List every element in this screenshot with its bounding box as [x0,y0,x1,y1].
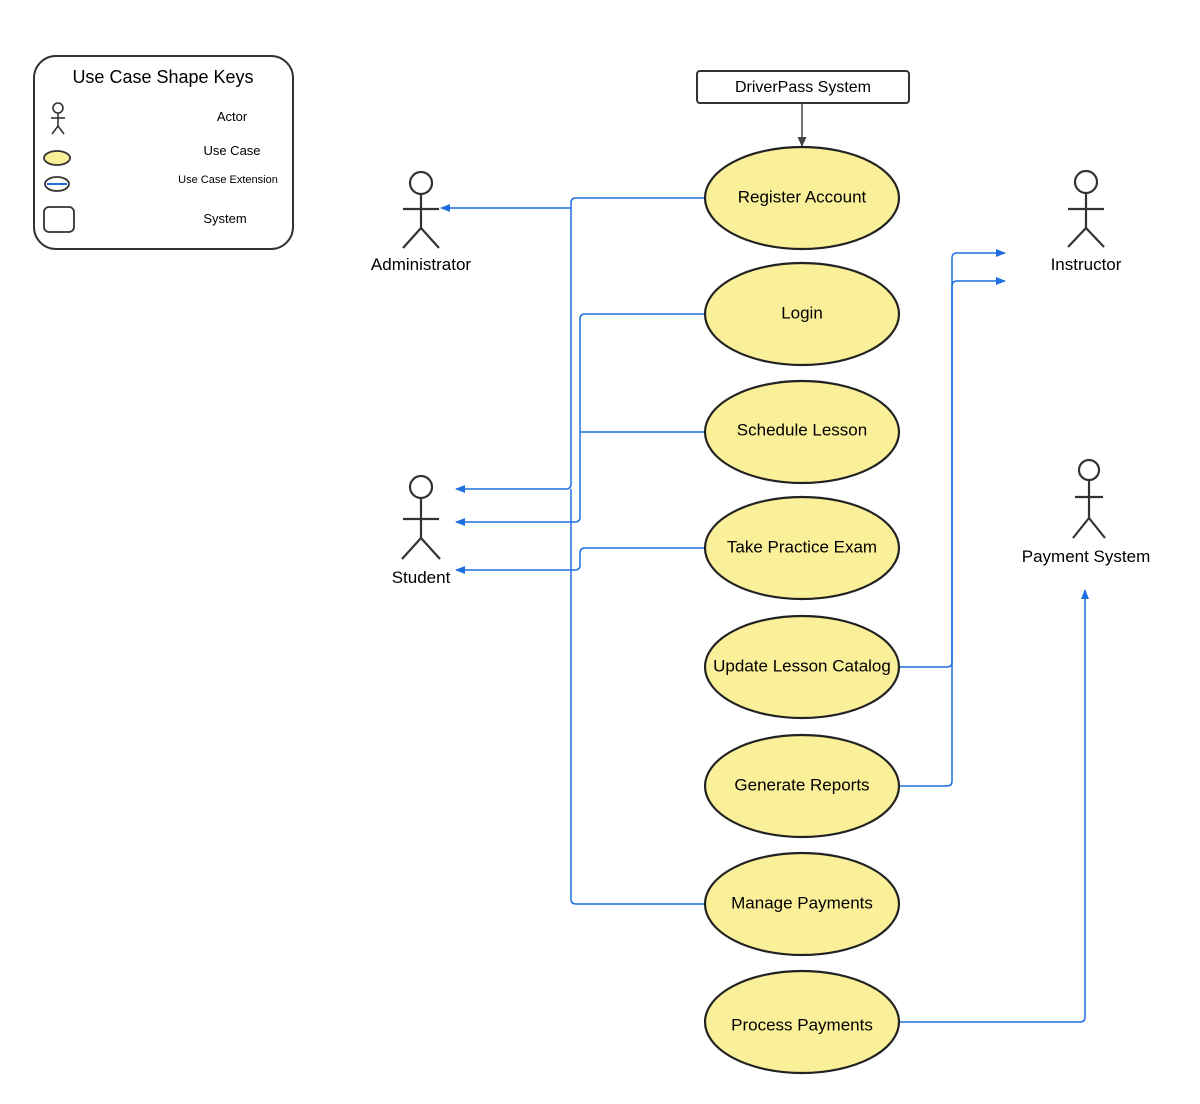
connector-practice-student [455,547,705,574]
use-case-label: Take Practice Exam [727,537,877,556]
use-case-label: Process Payments [731,1015,873,1034]
legend-actor-label: Actor [217,109,248,124]
actor-icon [1072,458,1106,539]
actor-label: Administrator [371,255,471,274]
shape-key-legend: Use Case Shape Keys Actor Use Case Use C… [33,55,294,250]
use-case-label: Generate Reports [734,775,869,794]
actor-student[interactable]: Student [392,474,451,587]
use-case-icon [43,150,71,166]
actor-label: Instructor [1051,255,1122,274]
actor-icon [51,102,65,135]
connector-payments-student [570,489,705,905]
actor-icon [402,170,440,249]
actor-administrator[interactable]: Administrator [371,170,471,274]
legend-title: Use Case Shape Keys [72,67,253,87]
legend-system-label: System [203,211,246,226]
connector-reports-instructor [899,277,1006,787]
connector-register-student [455,197,705,493]
use-case-label: Manage Payments [731,893,873,912]
legend-use-case-label: Use Case [203,143,260,158]
actor-instructor[interactable]: Instructor [1051,169,1122,274]
use-case-label: Login [781,303,823,322]
use-case-process-payments[interactable]: Process Payments [703,969,901,1075]
use-cases: Register Account Login Schedule Lesson T… [703,145,901,1075]
connector-process-payment-system [899,589,1089,1023]
system-icon [43,206,75,233]
use-case-register-account[interactable]: Register Account [703,145,901,251]
use-case-login[interactable]: Login [703,261,901,367]
actor-label: Payment System [1022,547,1151,566]
use-case-extension-icon [44,176,70,192]
connectors [440,197,1089,1023]
use-case-schedule-lesson[interactable]: Schedule Lesson [703,379,901,485]
use-case-label: Update Lesson Catalog [713,656,891,675]
actor-icon [1067,169,1105,248]
use-case-manage-payments[interactable]: Manage Payments [703,851,901,957]
actor-payment-system[interactable]: Payment System [1022,458,1151,566]
connector-login-student [455,313,705,526]
use-case-generate-reports[interactable]: Generate Reports [703,733,901,839]
actor-label: Student [392,568,451,587]
system-box [696,70,910,104]
use-case-take-practice-exam[interactable]: Take Practice Exam [703,495,901,601]
use-case-label: Schedule Lesson [737,420,867,439]
system-label: DriverPass System [735,79,871,96]
legend-frame [33,55,294,250]
use-case-label: Register Account [738,187,867,206]
actor-icon [401,474,441,560]
use-case-update-lesson-catalog[interactable]: Update Lesson Catalog [703,614,901,720]
legend-use-case-extension-label: Use Case Extension [178,174,278,186]
